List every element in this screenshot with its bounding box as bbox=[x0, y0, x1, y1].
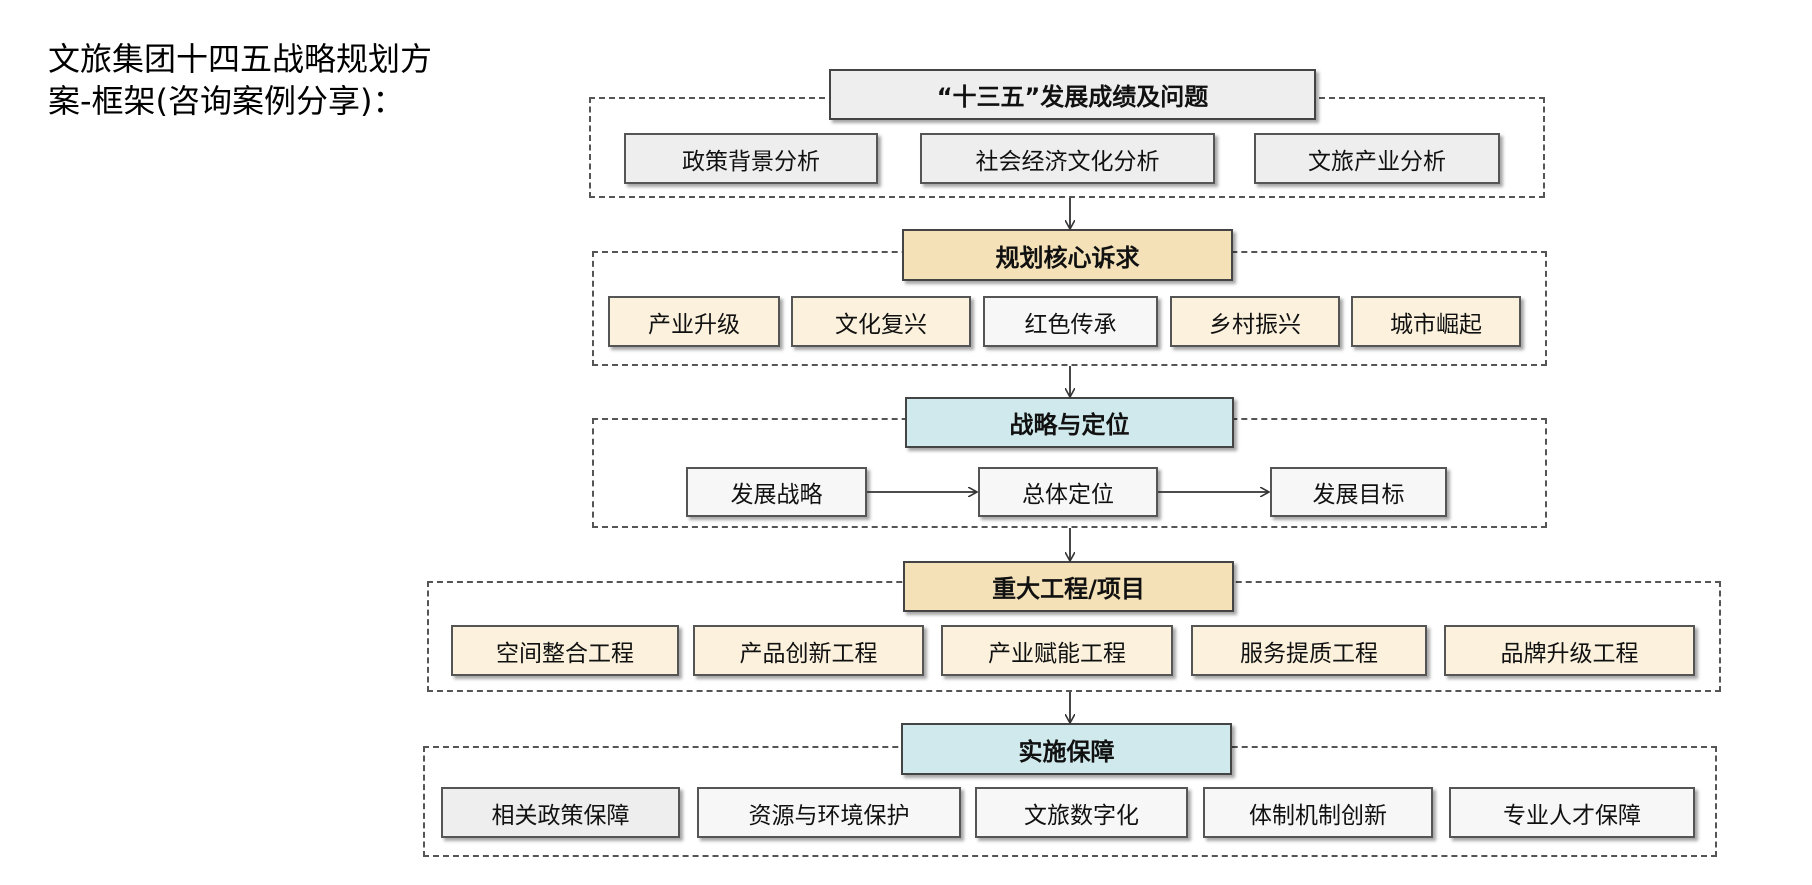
page-title-line-2: 案-框架(咨询案例分享)： bbox=[48, 82, 405, 120]
achievements-item-socioeconomic: 社会经济文化分析 bbox=[920, 133, 1215, 184]
page-title-line-1: 文旅集团十四五战略规划方 bbox=[48, 40, 433, 78]
projects-item-brand: 品牌升级工程 bbox=[1444, 625, 1695, 676]
core-demands-item-rural: 乡村振兴 bbox=[1170, 296, 1340, 347]
core-demands-item-industry: 产业升级 bbox=[608, 296, 780, 347]
strategy-item-development-strategy: 发展战略 bbox=[686, 467, 867, 517]
core-demands-header: 规划核心诉求 bbox=[902, 229, 1233, 281]
projects-item-service: 服务提质工程 bbox=[1191, 625, 1427, 676]
achievements-item-tourism: 文旅产业分析 bbox=[1254, 133, 1500, 184]
guarantees-item-digital: 文旅数字化 bbox=[975, 787, 1188, 838]
guarantees-item-policy: 相关政策保障 bbox=[441, 787, 680, 838]
achievements-item-policy: 政策背景分析 bbox=[624, 133, 878, 184]
strategy-item-goals: 发展目标 bbox=[1270, 467, 1447, 517]
achievements-header: “十三五”发展成绩及问题 bbox=[829, 69, 1316, 120]
guarantees-header: 实施保障 bbox=[901, 723, 1232, 775]
core-demands-item-red: 红色传承 bbox=[983, 296, 1158, 347]
guarantees-item-environment: 资源与环境保护 bbox=[697, 787, 961, 838]
projects-header: 重大工程/项目 bbox=[903, 561, 1234, 612]
guarantees-item-talent: 专业人才保障 bbox=[1449, 787, 1695, 838]
strategy-item-positioning: 总体定位 bbox=[978, 467, 1158, 517]
core-demands-item-culture: 文化复兴 bbox=[791, 296, 971, 347]
projects-item-product: 产品创新工程 bbox=[693, 625, 924, 676]
guarantees-item-institution: 体制机制创新 bbox=[1203, 787, 1433, 838]
page-title: 文旅集团十四五战略规划方 案-框架(咨询案例分享)： bbox=[48, 38, 488, 122]
strategy-header: 战略与定位 bbox=[905, 397, 1234, 448]
projects-item-space: 空间整合工程 bbox=[451, 625, 679, 676]
projects-item-empower: 产业赋能工程 bbox=[941, 625, 1173, 676]
core-demands-item-city: 城市崛起 bbox=[1351, 296, 1521, 347]
